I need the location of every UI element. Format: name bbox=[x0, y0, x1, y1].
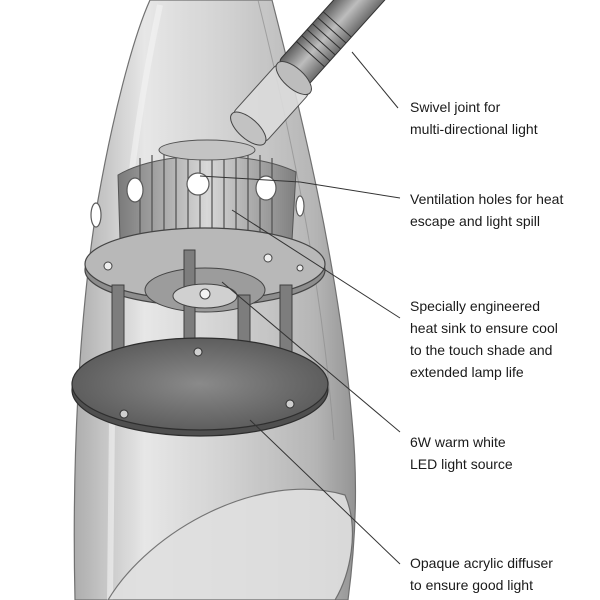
ventilation-holes bbox=[90, 172, 305, 228]
leader-led bbox=[221, 281, 401, 433]
led-source bbox=[172, 283, 238, 309]
callout-swivel-joint: Swivel joint for multi-directional light bbox=[410, 96, 538, 140]
leader-diffuser bbox=[249, 419, 401, 565]
callout-line: Specially engineered bbox=[410, 298, 540, 314]
leader-swivel bbox=[351, 51, 399, 109]
callout-line: Opaque acrylic diffuser bbox=[410, 555, 553, 571]
swivel-joint bbox=[230, 61, 312, 146]
callout-line: Swivel joint for bbox=[410, 99, 501, 115]
mounting-plate bbox=[84, 227, 326, 313]
callout-heat-sink: Specially engineered heat sink to ensure… bbox=[410, 295, 558, 383]
callout-line: extended lamp life bbox=[410, 364, 524, 380]
callout-line: to the touch shade and bbox=[410, 342, 553, 358]
callout-line: escape and light spill bbox=[410, 213, 540, 229]
leader-ventilation bbox=[199, 175, 401, 199]
callout-line: to ensure good light bbox=[410, 577, 533, 593]
callout-line: LED light source bbox=[410, 456, 513, 472]
leader-lines bbox=[199, 51, 401, 565]
callout-line: 6W warm white bbox=[410, 434, 506, 450]
diffuser-disc bbox=[71, 337, 329, 437]
callout-led-source: 6W warm white LED light source bbox=[410, 431, 513, 475]
leader-heat-sink bbox=[231, 209, 401, 319]
callout-line: heat sink to ensure cool bbox=[410, 320, 558, 336]
callout-line: multi-directional light bbox=[410, 121, 538, 137]
shade-opening bbox=[107, 488, 354, 600]
callout-ventilation-holes: Ventilation holes for heat escape and li… bbox=[410, 188, 563, 232]
callout-diffuser: Opaque acrylic diffuser to ensure good l… bbox=[410, 552, 553, 596]
callout-line: Ventilation holes for heat bbox=[410, 191, 564, 207]
